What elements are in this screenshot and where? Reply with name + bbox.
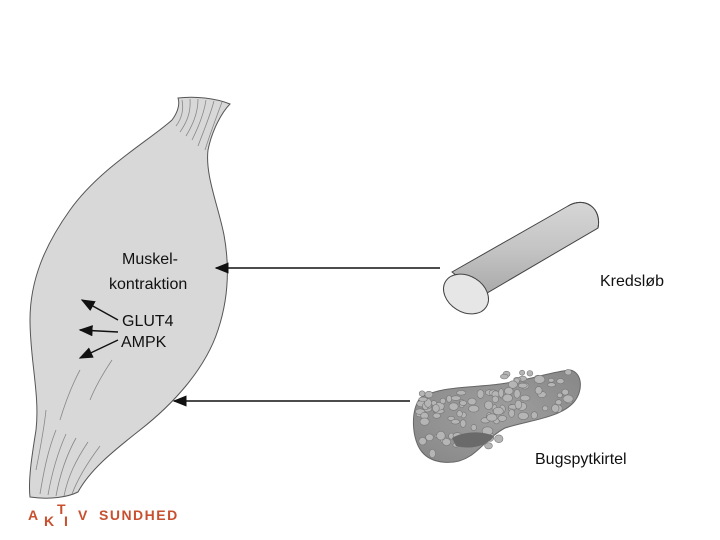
pancreas-lobule [557,379,564,384]
pancreas-lobule [515,400,522,409]
pancreas-lobule [477,390,484,399]
pancreas-lobule [425,391,433,398]
pancreas-lobule [563,395,573,402]
pancreas-lobule [542,406,548,411]
pancreas-lobule [495,435,503,443]
pancreas-lobule [520,370,525,375]
pancreas-icon [413,369,580,462]
pancreas-lobule [557,393,562,398]
pancreas-lobule [518,383,527,388]
pancreas-lobule [565,369,572,375]
pancreas-lobule [518,412,528,419]
pancreas-label: Bugspytkirtel [535,450,627,469]
logo-letter-v: V [78,507,89,523]
pancreas-lobule [500,374,508,379]
pancreas-lobule [457,411,463,417]
pancreas-lobule [419,437,427,445]
pancreas-lobule [440,398,446,404]
pancreas-lobule [555,400,561,405]
logo-letter-k: K [44,513,56,529]
muscle-contraction-label-line1: Muskel- [122,250,178,269]
pancreas-lobule [493,407,503,415]
pancreas-lobule [562,389,569,395]
pancreas-lobule [451,420,460,425]
pancreas-lobule [509,409,515,417]
pancreas-lobule [426,434,434,441]
pancreas-lobule [433,404,440,412]
glut4-label: GLUT4 [122,312,174,331]
pancreas-lobule [552,404,559,412]
pancreas-lobule [419,397,428,401]
circulation-label: Kredsløb [600,272,664,291]
pancreas-lobule [460,401,467,406]
pancreas-lobule [498,415,507,421]
pancreas-lobule [534,375,545,383]
pancreas-lobule [548,383,556,387]
pancreas-lobule [468,398,476,405]
ampk-label: AMPK [121,333,166,352]
pancreas-lobule [451,396,461,401]
pancreas-lobule [548,378,554,382]
logo-word: SUNDHED [99,507,179,523]
pancreas-lobule [485,443,493,449]
logo-letter-i: I [64,513,70,529]
pancreas-lobule [514,389,520,398]
pancreas-lobule [471,424,477,430]
pancreas-lobule [487,414,497,421]
logo-letter-a: A [28,507,40,523]
pancreas-lobule [492,396,498,403]
pancreas-lobule [442,439,450,446]
pancreas-lobule [447,395,452,402]
pancreas-lobule [535,387,542,395]
pancreas-lobule [503,394,513,402]
pancreas-lobule [469,405,479,412]
pancreas-lobule [531,412,537,419]
pancreas-lobule [460,420,466,428]
pancreas-lobule [508,381,517,389]
pancreas-lobule [429,449,435,457]
pancreas-lobule [420,418,429,425]
pancreas-lobule [499,389,504,398]
pancreas-lobule [449,403,458,411]
pancreas-lobule [485,401,493,410]
muscle-icon [29,97,230,498]
pancreas-lobule [419,391,425,397]
pancreas-lobule [457,391,466,396]
pancreas-lobule [433,413,441,418]
blood-vessel-icon [436,202,598,322]
pancreas-lobule [437,431,446,440]
pancreas-lobule [527,371,533,377]
pancreas-lobule [520,395,530,401]
muscle-contraction-label-line2: kontraktion [109,275,187,294]
